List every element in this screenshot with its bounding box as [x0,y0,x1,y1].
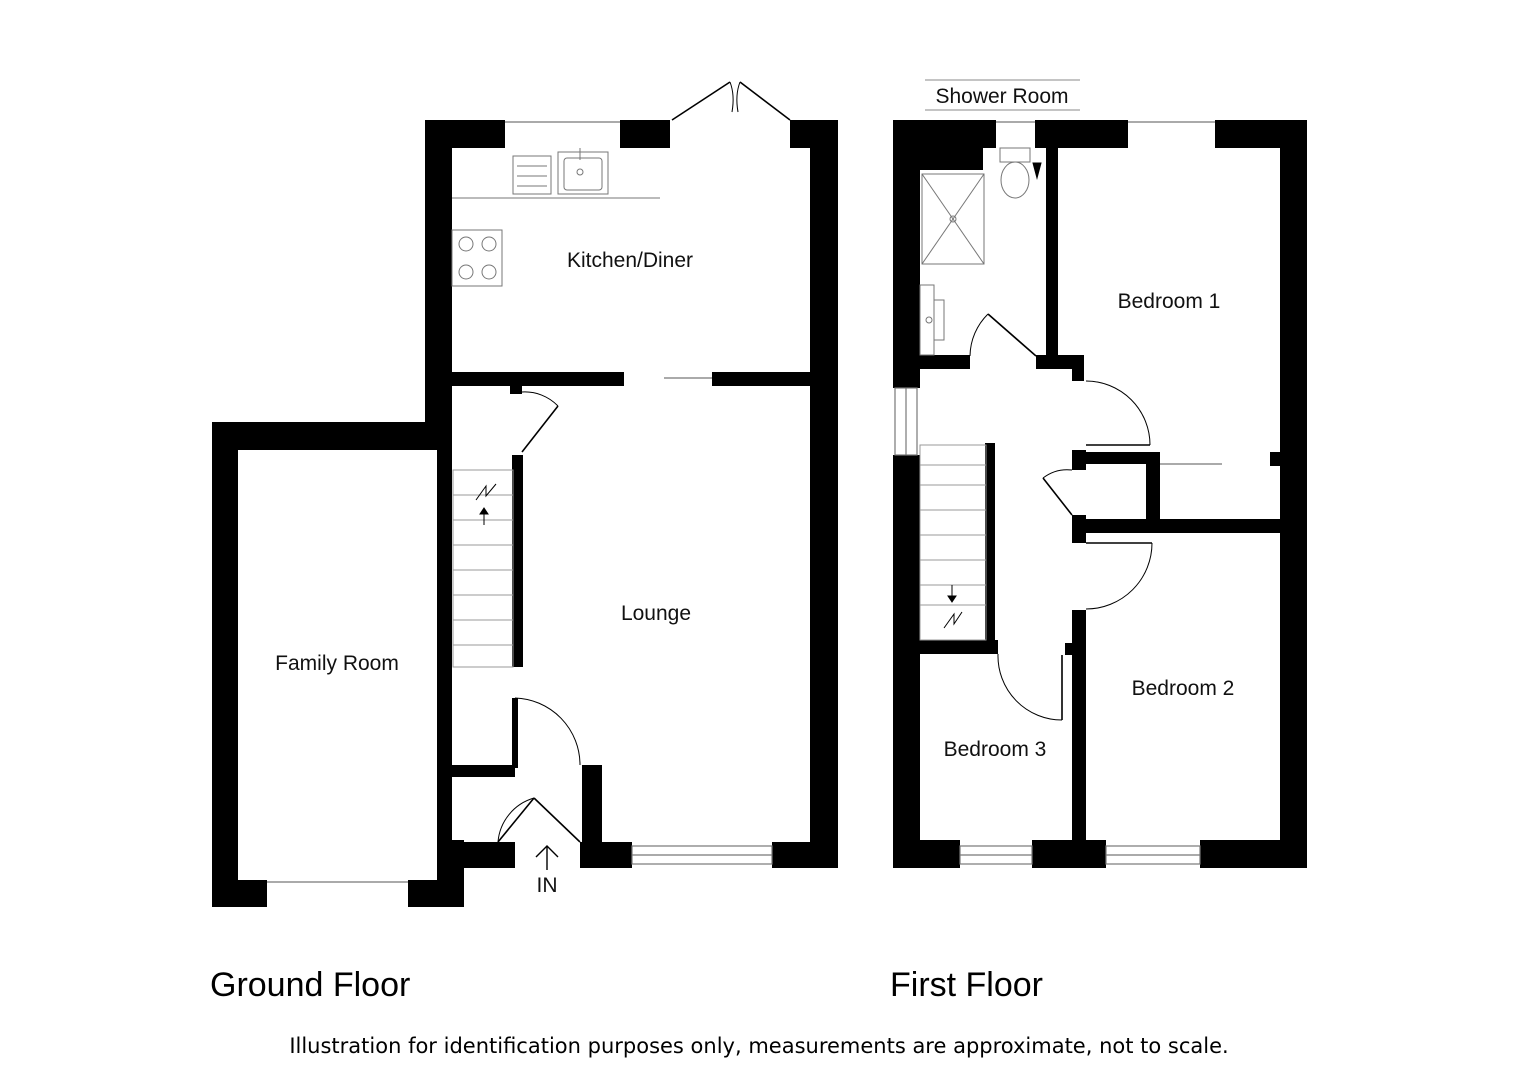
first-floor-title: First Floor [890,966,1043,1004]
ground-floor-title: Ground Floor [210,966,411,1004]
ground-floor-windows [267,121,773,883]
kitchen-fixtures [451,148,660,287]
first-floor-doors [969,313,1153,721]
first-floor-walls [893,120,1307,868]
ground-floor-stairs [452,469,514,668]
room-label-family-room: Family Room [275,652,399,675]
ground-floor-walls [212,120,838,907]
room-label-bedroom-3: Bedroom 3 [944,738,1047,761]
first-floor-stairs [919,444,987,641]
shower-room-fixtures [919,147,1042,356]
first-floor-windows [894,121,1222,865]
shower-room-callout-lines [925,79,1080,111]
room-label-bedroom-1: Bedroom 1 [1118,290,1221,313]
entrance-label: IN [537,874,558,897]
room-label-bedroom-2: Bedroom 2 [1132,677,1235,700]
disclaimer-text: Illustration for identification purposes… [289,1034,1229,1058]
room-label-shower-room: Shower Room [935,85,1068,108]
ground-floor-doors [497,81,791,843]
entrance-arrow [535,845,559,870]
room-label-lounge: Lounge [621,602,691,625]
room-label-kitchen-diner: Kitchen/Diner [567,249,693,272]
